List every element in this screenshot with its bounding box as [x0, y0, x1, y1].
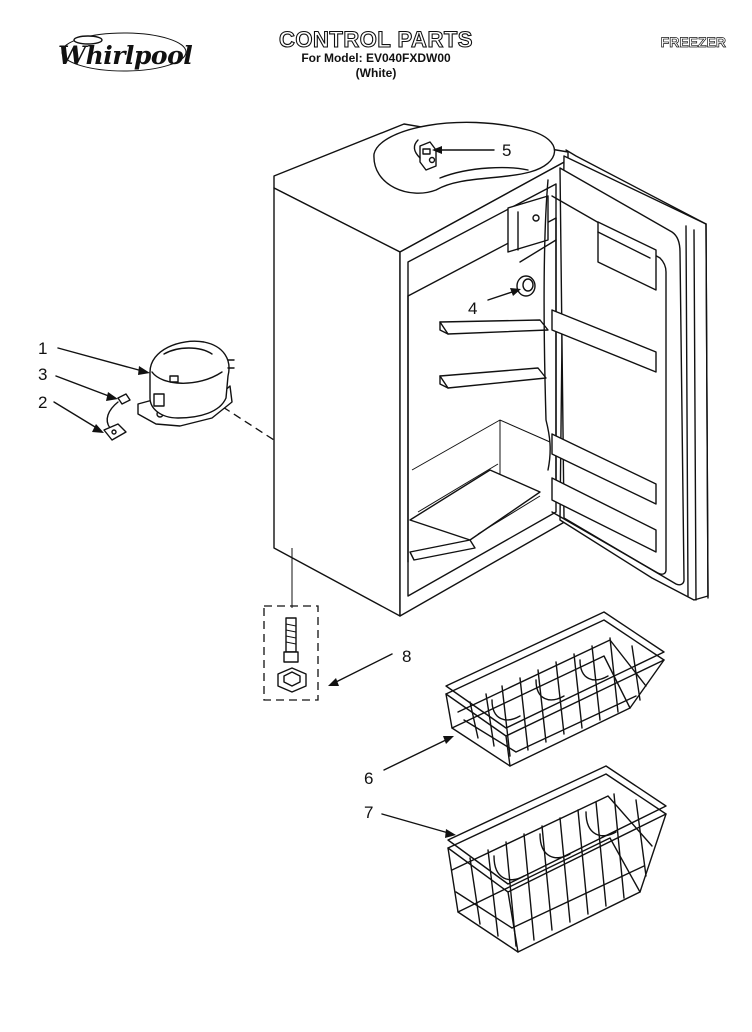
page-title: CONTROL PARTS: [278, 26, 473, 52]
callout-1: 1: [38, 339, 47, 358]
model-number: For Model: EV040FXDW00: [301, 51, 451, 65]
leveling-leg-icon: [263, 605, 319, 701]
freezer-cabinet-icon: [273, 121, 709, 617]
callout-5: 5: [502, 141, 511, 160]
callout-3: 3: [38, 365, 47, 384]
model-variant: (White): [355, 66, 397, 80]
callout-7: 7: [364, 803, 373, 822]
brand-name: Whirlpool: [58, 41, 193, 70]
callout-6: 6: [364, 769, 373, 788]
whirlpool-logo-icon: [61, 32, 187, 72]
callout-4: 4: [468, 299, 477, 318]
section-label: FREEZER: [660, 34, 726, 51]
wire-basket-icon-2: [447, 765, 667, 953]
callout-2: 2: [38, 393, 47, 412]
leader-lines: [53, 146, 521, 838]
wire-basket-icon: [445, 611, 665, 767]
brand-logo: Whirlpool: [58, 30, 193, 74]
overload-icon: [103, 423, 127, 441]
compressor-icon: [137, 340, 235, 427]
relay-icon: [106, 393, 131, 429]
callout-8: 8: [402, 647, 411, 666]
